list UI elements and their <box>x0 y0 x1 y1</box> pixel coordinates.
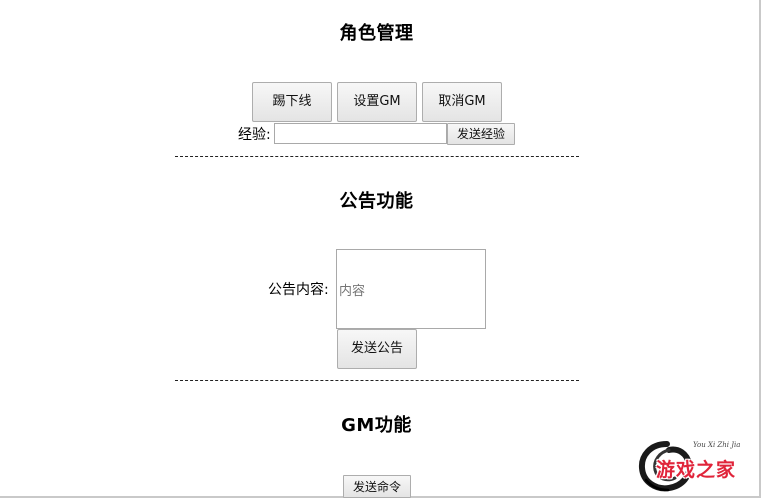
ink-swirl-icon <box>638 441 693 492</box>
kick-offline-button[interactable]: 踢下线 <box>252 82 332 122</box>
site-watermark: You Xi Zhi Jia 游戏之家 <box>636 436 758 496</box>
gm-function-title: GM功能 <box>341 415 412 436</box>
exp-input[interactable] <box>274 123 447 144</box>
watermark-brand-text: 游戏之家 <box>656 459 737 481</box>
notice-content-label: 公告内容: <box>268 282 329 298</box>
send-notice-button[interactable]: 发送公告 <box>337 329 417 369</box>
watermark-script-text: You Xi Zhi Jia <box>693 441 741 449</box>
exp-label: 经验: <box>238 127 271 143</box>
section-divider <box>175 156 579 157</box>
notice-content-textarea[interactable] <box>336 249 486 329</box>
send-command-button[interactable]: 发送命令 <box>343 475 411 498</box>
cancel-gm-button[interactable]: 取消GM <box>422 82 502 122</box>
set-gm-button[interactable]: 设置GM <box>337 82 417 122</box>
section-divider <box>175 380 579 381</box>
notice-function-title: 公告功能 <box>339 191 414 212</box>
send-exp-button[interactable]: 发送经验 <box>447 123 515 145</box>
role-management-title: 角色管理 <box>339 23 414 44</box>
